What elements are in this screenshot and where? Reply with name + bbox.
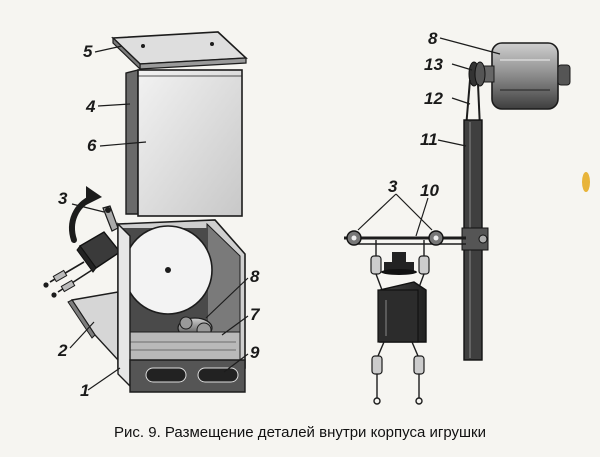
label-2: 2 [58, 341, 68, 360]
left-assembly [43, 31, 249, 393]
motor [479, 42, 571, 110]
lower-body [117, 219, 246, 393]
vertical-rack [461, 119, 489, 361]
label-3-left: 3 [58, 189, 68, 208]
label-11: 11 [420, 130, 438, 149]
horizontal-axle [344, 230, 466, 246]
label-4: 4 [86, 97, 96, 116]
label-13: 13 [424, 55, 443, 74]
label-8-right: 8 [428, 29, 438, 48]
switch-lever [102, 205, 119, 232]
yellow-mark [582, 172, 590, 192]
figure-caption: Рис. 9. Размещение деталей внутри корпус… [114, 424, 486, 441]
label-6: 6 [87, 136, 97, 155]
label-12: 12 [424, 89, 443, 108]
label-3-right: 3 [388, 177, 398, 196]
leader-lines-right [357, 37, 501, 237]
leader-lines-left [69, 45, 249, 391]
right-assembly [344, 37, 571, 405]
label-5: 5 [83, 42, 93, 61]
lid-plate [111, 31, 248, 71]
lower-wires [371, 341, 425, 405]
pulley [468, 61, 486, 87]
label-7: 7 [250, 305, 260, 324]
label-1: 1 [80, 381, 90, 400]
label-10: 10 [420, 181, 439, 200]
label-8-left: 8 [250, 267, 260, 286]
rotation-arrow [69, 186, 102, 243]
front-flap [67, 291, 119, 362]
label-9: 9 [250, 343, 260, 362]
cover-box [125, 69, 243, 217]
springs [370, 240, 430, 291]
plug-block [43, 231, 122, 298]
weight-block [377, 252, 427, 343]
